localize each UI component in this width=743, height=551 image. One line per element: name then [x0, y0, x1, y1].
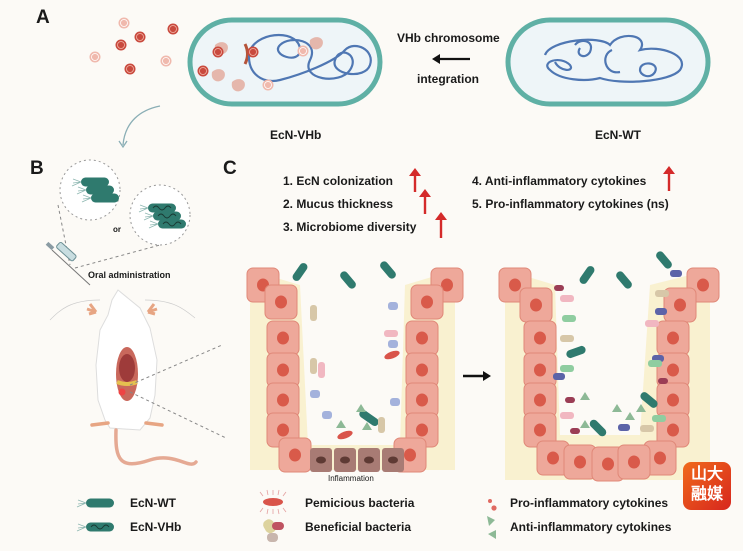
trend-arrows — [409, 166, 675, 238]
zoom-guide-lines — [129, 344, 227, 439]
watermark-line-2: 融媒 — [690, 486, 723, 503]
pernicious-bacteria-icon — [259, 489, 287, 515]
effect-4: 4. Anti-inflammatory cytokines — [472, 174, 647, 188]
legend-label-anti-inflammatory: Anti-inflammatory cytokines — [510, 520, 672, 534]
crypt-treated — [498, 251, 720, 482]
anti-inflammatory-cytokine-icon — [487, 516, 496, 539]
crypt-inflamed — [246, 261, 464, 473]
effect-5: 5. Pro-inflammatory cytokines (ns) — [472, 197, 669, 211]
progression-arrow — [463, 371, 491, 381]
watermark-logo: 山大 融媒 — [683, 462, 731, 510]
panel-label-a: A — [36, 7, 50, 28]
legend-label-pernicious: Pemicious bacteria — [305, 496, 415, 510]
oral-administration-label: Oral administration — [88, 270, 171, 280]
legend-label-ecn-wt: EcN-WT — [130, 496, 176, 510]
syringe-icon — [45, 241, 91, 286]
bubble-ecn-vhb — [129, 184, 191, 246]
pernicious-bacteria — [337, 350, 400, 440]
effect-3: 3. Microbiome diversity — [283, 220, 417, 234]
legend-label-beneficial: Beneficial bacteria — [305, 520, 412, 534]
legend-icons — [76, 489, 497, 542]
ecn-vhb-cell — [187, 17, 383, 107]
integration-arrow — [432, 54, 470, 64]
inflammation-label: Inflammation — [328, 474, 374, 483]
chromosome-dna — [247, 33, 372, 83]
panel-label-c: C — [223, 158, 237, 179]
legend-label-ecn-vhb: EcN-VHb — [130, 520, 182, 534]
arrow-label-bottom: integration — [417, 72, 479, 86]
ecn-wt-icon — [76, 498, 115, 508]
effect-1: 1. EcN colonization — [283, 174, 394, 188]
mouse-illustration — [49, 289, 198, 466]
free-vhb-proteins — [89, 17, 179, 75]
vhb-gene-insert — [243, 43, 249, 65]
watermark-line-1: 山大 — [690, 466, 723, 483]
effect-2: 2. Mucus thickness — [283, 197, 394, 211]
beneficial-bacteria-icon — [263, 519, 284, 542]
ecn-wt-cell — [505, 17, 711, 107]
curved-arrow — [122, 105, 161, 146]
pro-inflammatory-cytokine-icon — [488, 499, 497, 511]
or-label: or — [113, 225, 121, 234]
arrow-label-top: VHb chromosome — [397, 31, 500, 45]
legend-label-pro-inflammatory: Pro-inflammatory cytokines — [510, 496, 669, 510]
bubble-ecn-wt — [59, 159, 121, 221]
strain-label-vhb: EcN-VHb — [270, 128, 322, 142]
chromosome-dna — [543, 34, 684, 83]
ecn-vhb-icon — [76, 522, 115, 532]
strain-label-wt: EcN-WT — [595, 128, 641, 142]
panel-label-b: B — [30, 158, 44, 179]
